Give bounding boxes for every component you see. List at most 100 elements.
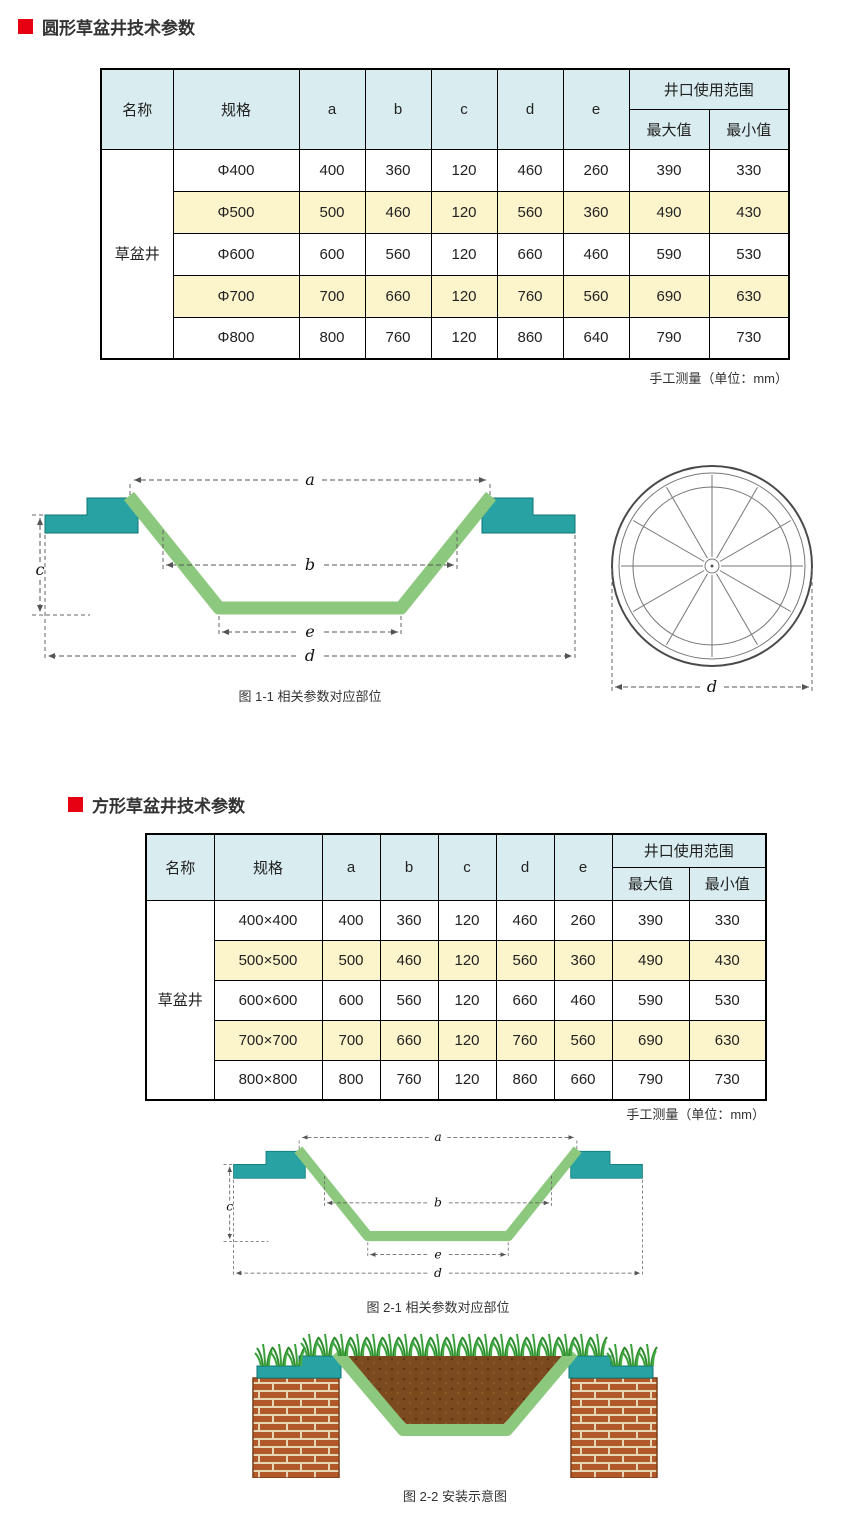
col-header-spec: 规格 [172,68,300,150]
dim-label-d: d [434,1266,442,1280]
cell-e: 260 [553,899,613,941]
cell-max: 790 [628,316,710,360]
dim-label-c: c [36,560,45,579]
cell-e: 360 [562,190,630,234]
header-row-2: 最大值 最小值 [146,866,767,901]
figure-1-1-caption: 图 1-1 相关参数对应部位 [238,689,382,704]
dimension-c: c [223,1163,269,1242]
cell-spec: Φ700 [172,274,300,318]
cell-b: 460 [379,939,439,981]
cell-spec: 700×700 [213,1019,323,1061]
cell-spec: 600×600 [213,979,323,1021]
cell-d: 860 [495,1059,555,1101]
table-row: 800×800 800 760 120 860 660 790 730 [146,1059,767,1101]
cell-c: 120 [437,899,497,941]
figure-2-1: a b c e [222,1128,654,1316]
col-header-e: e [562,68,630,150]
cell-b: 760 [379,1059,439,1101]
dim-label-c: c [226,1200,233,1214]
cell-spec: Φ400 [172,148,300,192]
cell-a: 700 [321,1019,381,1061]
dim-label-b: b [434,1196,442,1210]
col-header-c: c [430,68,498,150]
unit-note: 手工测量（单位：mm） [626,1107,765,1122]
dimension-e: e [367,1242,509,1261]
col-header-name: 名称 [100,68,174,150]
section-title-square: 方形草盆井技术参数 [68,792,245,817]
top-view-circle-diagram: d [611,465,813,696]
cell-max: 790 [611,1059,690,1101]
col-header-name: 名称 [145,833,215,901]
grate-spokes [621,475,803,657]
cell-min: 630 [688,1019,767,1061]
col-header-min: 最小值 [688,866,767,901]
dimension-a: a [298,1130,578,1152]
cell-max: 590 [611,979,690,1021]
dim-label-d: d [305,646,315,665]
figure-2-1-caption: 图 2-1 相关参数对应部位 [366,1300,510,1315]
cell-max: 390 [628,148,710,192]
cell-max: 690 [611,1019,690,1061]
cell-a: 800 [298,316,366,360]
col-header-e: e [553,833,613,901]
dimension-b: b [324,1175,552,1210]
section-title-square-text: 方形草盆井技术参数 [92,797,245,816]
cell-d: 560 [496,190,564,234]
cell-b: 560 [379,979,439,1021]
cell-min: 530 [708,232,790,276]
col-header-a: a [321,833,381,901]
cell-spec: 800×800 [213,1059,323,1101]
unit-note: 手工测量（单位：mm） [649,371,788,386]
cell-spec: Φ600 [172,232,300,276]
basin-shape [233,1146,643,1242]
cell-c: 120 [437,1019,497,1061]
cell-min: 730 [708,316,790,360]
header-row: 名称 规格 a b c d e 井口使用范围 [145,833,767,901]
cross-section-diagram-square: a b c e [223,1130,643,1280]
col-header-a: a [298,68,366,150]
cell-e: 640 [562,316,630,360]
left-flange [233,1150,306,1179]
dimension-d-circle: d [611,568,813,696]
dimension-b: b [162,530,458,574]
cell-c: 120 [430,274,498,318]
cell-a: 700 [298,274,366,318]
cell-b: 760 [364,316,432,360]
cell-a: 400 [298,148,366,192]
cell-min: 430 [708,190,790,234]
col-header-d: d [495,833,555,901]
brick-piers [252,1377,658,1478]
cell-min: 430 [688,939,767,981]
dimension-c: c [32,514,90,616]
installation-illustration [252,1333,658,1478]
cell-d: 760 [496,274,564,318]
left-flange [44,497,139,534]
square-params-table: 名称 规格 a b c d e 井口使用范围 最大值 最小值 草盆井 400×4… [145,833,768,1101]
dimension-d: d [44,535,576,665]
header-row-2: 最大值 最小值 [101,108,790,150]
col-header-b: b [364,68,432,150]
cell-d: 660 [495,979,555,1021]
right-flange [570,1150,643,1179]
top-view-circle-figure: d [596,460,828,700]
cell-max: 390 [611,899,690,941]
cell-c: 120 [430,316,498,360]
cell-b: 560 [364,232,432,276]
table-row: Φ500 500 460 120 560 360 490 430 [101,190,790,234]
cell-d: 860 [496,316,564,360]
cell-a: 400 [321,899,381,941]
dim-label-e: e [434,1247,441,1261]
cell-max: 490 [611,939,690,981]
col-header-d: d [496,68,564,150]
col-header-range: 井口使用范围 [628,68,790,110]
cell-e: 660 [553,1059,613,1101]
table-row: Φ800 800 760 120 860 640 790 730 [101,316,790,360]
cell-e: 260 [562,148,630,192]
basin-channel [123,491,497,615]
cell-max: 590 [628,232,710,276]
cell-min: 530 [688,979,767,1021]
cell-b: 660 [379,1019,439,1061]
cell-a: 500 [298,190,366,234]
group-name-cell: 草盆井 [145,899,215,1101]
